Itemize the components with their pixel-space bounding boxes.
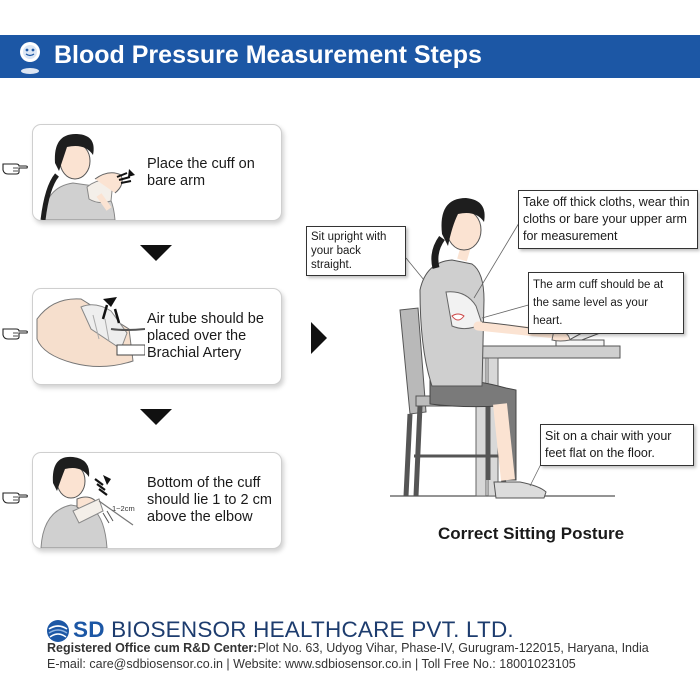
step-3-illustration: 1~2cm <box>40 456 135 548</box>
step-1-text: Place the cuff on bare arm <box>147 155 255 189</box>
callout-sit-upright: Sit upright with your back straight. <box>306 226 406 276</box>
step-card-3: 1~2cm Bottom of the cuff should lie 1 to… <box>32 452 282 549</box>
page-title: Blood Pressure Measurement Steps <box>54 41 482 69</box>
address-line: Registered Office cum R&D Center:Plot No… <box>47 641 649 655</box>
step-3-text: Bottom of the cuff should lie 1 to 2 cm … <box>147 475 272 525</box>
posture-caption: Correct Sitting Posture <box>437 524 625 543</box>
sd-logo-icon <box>47 620 69 642</box>
callout-feet-flat: Sit on a chair with your feet flat on th… <box>540 424 694 466</box>
pointing-hand-icon <box>2 492 28 504</box>
company-name-text: BIOSENSOR HEALTHCARE PVT. LTD. <box>111 617 514 642</box>
step-3-measure-label: 1~2cm <box>112 504 135 513</box>
pointing-hand-icon <box>2 163 28 175</box>
step-1-illustration <box>40 133 135 220</box>
company-abbr: SD <box>73 617 105 642</box>
down-triangle-arrow-icon <box>140 409 172 425</box>
address-text: Plot No. 63, Udyog Vihar, Phase-IV, Guru… <box>257 641 649 655</box>
address-label: Registered Office cum R&D Center: <box>47 641 258 655</box>
callout-thin-clothes: Take off thick cloths, wear thin cloths … <box>518 190 698 249</box>
contact-line: E-mail: care@sdbiosensor.co.in | Website… <box>47 657 576 671</box>
step-card-2: Air tube should be placed over the Brach… <box>32 288 282 385</box>
callout-cuff-level: The arm cuff should be at the same level… <box>528 272 684 334</box>
right-triangle-arrow-icon <box>311 322 327 354</box>
header-logo-icon <box>20 42 40 74</box>
header-bar: Blood Pressure Measurement Steps <box>0 35 700 78</box>
down-triangle-arrow-icon <box>140 245 172 261</box>
pointing-hand-icon <box>2 328 28 340</box>
company-name: SD BIOSENSOR HEALTHCARE PVT. LTD. <box>73 617 514 643</box>
sitting-posture-illustration <box>390 198 621 499</box>
step-card-1: Place the cuff on bare arm <box>32 124 282 221</box>
step-2-illustration <box>36 297 145 367</box>
step-2-text: Air tube should be placed over the Brach… <box>147 311 264 361</box>
